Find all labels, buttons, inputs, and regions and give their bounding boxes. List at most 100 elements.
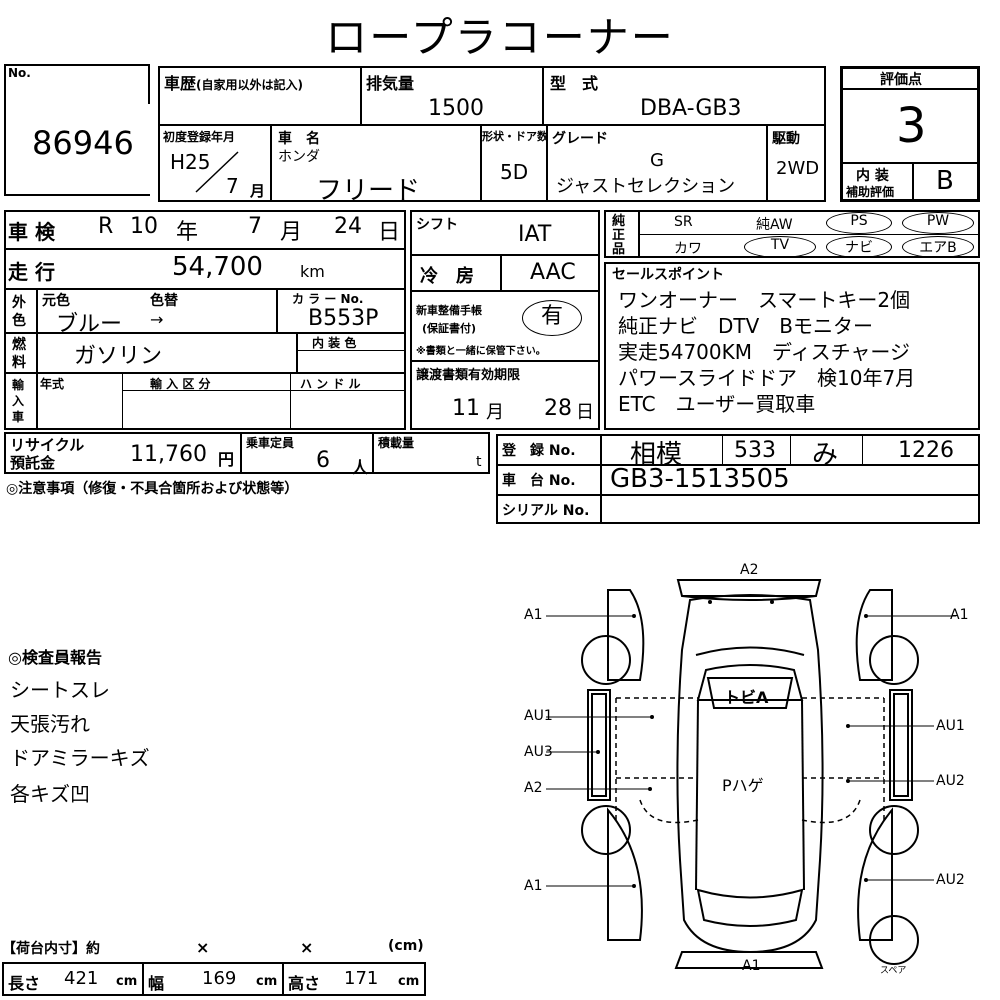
chassis-value: GB3-1513505: [610, 464, 790, 494]
interior-score-value: B: [936, 166, 954, 196]
inspection-day-unit: 日: [378, 220, 401, 245]
car-name: フリード: [316, 176, 421, 206]
inspection-month: 7: [248, 214, 262, 239]
model-code-value: DBA-GB3: [640, 96, 742, 121]
equipment-label-1: 純: [612, 214, 626, 229]
lot-number: 86946: [32, 124, 134, 162]
recycle-grid: [4, 432, 490, 474]
ac-label: 冷 房: [420, 266, 474, 287]
orig-color-value: ブルー: [56, 312, 123, 337]
fuel-label-2: 料: [12, 355, 26, 371]
cargo-length-unit: cm: [116, 974, 138, 989]
capacity-unit: 人: [352, 458, 369, 477]
transfer-month: 11: [452, 396, 480, 421]
report-item: 天張汚れ: [10, 712, 90, 736]
damage-mark-top: A2: [740, 562, 759, 578]
damage-mark-left-2: AU1: [524, 708, 553, 724]
shift-value: IAT: [518, 222, 552, 247]
lot-label: No.: [8, 66, 31, 80]
report-item: シートスレ: [10, 678, 110, 702]
equip-sr: SR: [674, 214, 693, 230]
damage-mark-left-1: A1: [524, 607, 543, 623]
report-item: 各キズ凹: [10, 782, 90, 806]
import-handle-label: ハ ン ド ル: [300, 377, 361, 391]
manual-note: ※書類と一緒に保管下さい。: [416, 346, 546, 357]
fuel-label-1: 燃: [12, 337, 26, 353]
damage-mark-right-3: AU2: [936, 773, 965, 789]
cargo-width: 169: [202, 968, 237, 989]
car-name-label: 車 名: [278, 131, 320, 147]
mileage-unit: km: [300, 262, 325, 281]
equipment-label-2: 正: [612, 228, 626, 243]
registration-number: 1226: [898, 438, 954, 463]
transfer-label: 譲渡書類有効期限: [416, 368, 521, 383]
recycle-unit: 円: [218, 450, 235, 469]
doors-value: 5D: [500, 160, 529, 184]
color-code-value: B553P: [308, 306, 379, 331]
equip-navi: ナビ: [826, 236, 892, 258]
change-color-label: 色替: [150, 293, 178, 309]
import-label-3: 車: [12, 410, 25, 424]
notes-label: ◎注意事項（修復・不具合箇所および状態等）: [6, 481, 299, 497]
color-arrow: →: [150, 310, 164, 329]
inspection-day: 24: [334, 214, 362, 239]
transfer-month-unit: 月: [486, 402, 504, 423]
damage-mark-right-1: A1: [950, 607, 969, 623]
score-value: 3: [896, 98, 927, 154]
registration-kana: み: [812, 440, 839, 470]
sales-point-line: パワースライドドア 検10年7月: [618, 366, 916, 390]
manual-value: 有: [522, 300, 582, 336]
registration-grid: [496, 434, 980, 524]
doors-label: 形状・ドア数: [482, 130, 548, 143]
sales-point-line: 実走54700KM ディスチャージ: [618, 340, 910, 364]
cargo-width-label: 幅: [148, 974, 165, 993]
grade-value-2: ジャストセレクション: [556, 176, 736, 197]
manual-label-2: (保証書付): [422, 322, 477, 335]
equip-leather: カワ: [674, 241, 702, 257]
grade-label: グレード: [552, 131, 608, 147]
damage-mark-bottom: A1: [742, 958, 761, 974]
displacement-label: 排気量: [366, 74, 415, 93]
spare-label: スペア: [880, 966, 907, 976]
cargo-height-label: 高さ: [288, 974, 321, 993]
score-box: [840, 66, 980, 202]
mileage-label: 走 行: [8, 260, 55, 284]
cargo-x1: ×: [196, 938, 210, 957]
details-grid: [4, 210, 406, 430]
import-label-2: 入: [12, 394, 25, 408]
fuel-value: ガソリン: [74, 344, 163, 369]
exterior-color-label-1: 外: [12, 295, 26, 311]
cargo-label: 【荷台内寸】約: [2, 941, 100, 957]
model-code-label: 型 式: [550, 74, 599, 93]
cargo-length: 421: [64, 968, 99, 989]
equip-aw: 純AW: [756, 217, 793, 233]
import-type-label: 輸 入 区 分: [150, 377, 211, 391]
equip-airbag: エアB: [902, 236, 974, 258]
serial-label: シリアル No.: [502, 503, 590, 519]
mileage-value: 54,700: [172, 252, 263, 282]
grade-value-1: G: [650, 150, 664, 171]
sales-points-box: [604, 262, 980, 430]
recycle-value: 11,760: [130, 442, 207, 467]
cargo-width-unit: cm: [256, 974, 278, 989]
cargo-unit: (cm): [388, 938, 424, 954]
chassis-label: 車 台 No.: [502, 473, 576, 489]
shift-label: シフト: [416, 217, 458, 233]
first-reg-era: H25: [170, 150, 211, 174]
inspection-year-unit: 年: [176, 220, 199, 245]
cargo-grid: [2, 962, 426, 996]
cargo-x2: ×: [300, 938, 314, 957]
damage-mark-right-4: AU2: [936, 872, 965, 888]
inspection-year: 10: [130, 214, 158, 239]
inspection-era: R: [98, 214, 114, 239]
sales-point-line: ETC ユーザー買取車: [618, 392, 816, 416]
ac-value: AAC: [530, 260, 576, 285]
sales-points-label: セールスポイント: [612, 267, 724, 283]
capacity-value: 6: [316, 448, 330, 473]
registration-area: 相模: [630, 440, 683, 470]
interior-color-label: 内 装 色: [312, 336, 357, 350]
equip-tv: TV: [744, 236, 816, 258]
recycle-label-2: 預託金: [10, 454, 56, 472]
damage-mark-left-4: A2: [524, 780, 543, 796]
damage-mark-left-5: A1: [524, 878, 543, 894]
